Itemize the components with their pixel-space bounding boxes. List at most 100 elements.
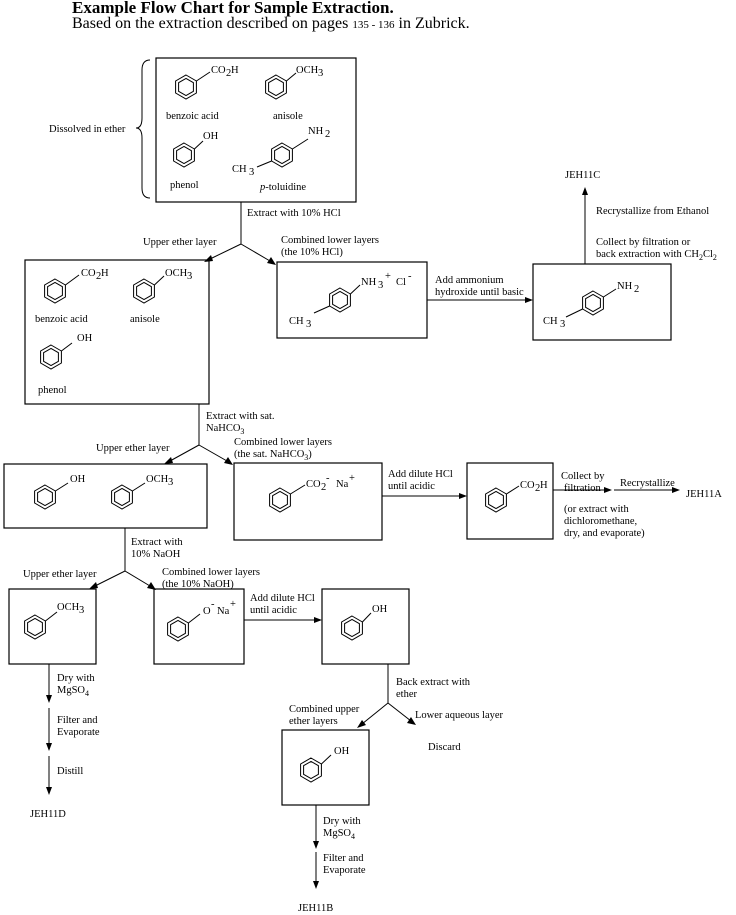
box-sodium-phenoxide [153,588,245,665]
product-jeh11b: JEH11B [298,903,333,914]
collect-by-label: Collect by [561,471,605,482]
svg-text:OH: OH [334,746,350,757]
mgso4-label-1: MgSO4 [57,685,89,698]
svg-text:3: 3 [168,477,173,488]
filter-and-label-1: Filter and [57,715,98,726]
box-sodium-benzoate [233,462,383,541]
combined-lower-label-1b: (the 10% HCl) [281,247,343,258]
svg-text:+: + [230,599,236,610]
svg-text:CO: CO [306,479,321,490]
svg-text:3: 3 [318,68,323,79]
svg-text:3: 3 [560,319,565,330]
svg-text:OH: OH [70,474,86,485]
svg-text:NH: NH [617,281,633,292]
add-ammonium-label-2: hydroxide until basic [435,287,524,298]
box-p-toluidine [532,263,672,341]
phenol-structure: OH [173,131,219,168]
svg-text:OCH: OCH [296,65,319,76]
page-subtitle: Based on the extraction described on pag… [72,15,470,33]
svg-text:NH: NH [361,277,377,288]
svg-text:OCH: OCH [165,268,188,279]
upper-ether-label-1: Upper ether layer [143,237,217,248]
add-hcl-label-2b: until acidic [250,605,297,616]
arrow-to-box-6 [198,444,228,462]
add-hcl-label-1a: Add dilute HCl [388,469,453,480]
extract-naoh-label-2: 10% NaOH [131,549,181,560]
box-phenol-final [281,729,370,806]
anisole-label-2: anisole [130,314,160,325]
svg-text:Na: Na [336,479,349,490]
arrow-to-box-2 [209,243,242,260]
svg-text:Na: Na [217,606,230,617]
filtration-label: filtration [564,483,601,494]
sodium-phenoxide-structure: O- Na+ [167,599,236,642]
page-title: Example Flow Chart for Sample Extraction… [72,0,394,17]
extract-sat-label-1: Extract with sat. [206,411,275,422]
box-benzoic-acid [466,462,554,540]
arrow-to-box-5 [169,444,200,462]
product-jeh11d: JEH11D [30,809,66,820]
box-upper-ether-2 [3,463,208,529]
back-extract-label-1: Back extract with [396,677,471,688]
p-toluidine-label: p-toluidine [259,182,306,193]
collect-label-2: back extraction with CH2Cl2 [596,249,717,262]
combined-lower-label-2b: (the sat. NaHCO3) [234,449,312,462]
filter-and-label-2: Filter and [323,853,364,864]
svg-text:2: 2 [634,284,639,295]
svg-text:OH: OH [77,333,93,344]
upper-ether-label-3: Upper ether layer [23,569,97,580]
svg-text:3: 3 [306,319,311,330]
svg-text:Cl: Cl [396,277,406,288]
recrystallize-ethanol-label: Recrystallize from Ethanol [596,206,709,217]
combined-upper-label-1: Combined upper [289,704,360,715]
product-jeh11a: JEH11A [686,489,722,500]
svg-text:OCH: OCH [146,474,169,485]
evaporate-label-1: Evaporate [57,727,100,738]
mgso4-label-2: MgSO4 [323,828,355,841]
arrow-lower-aqueous [387,702,412,722]
svg-text:2: 2 [535,483,540,494]
box-upper-ether-1 [24,259,210,405]
arrow-to-box-8 [94,570,126,587]
svg-text:H: H [540,480,548,491]
svg-text:3: 3 [378,280,383,291]
combined-lower-label-3b: (the 10% NaOH) [162,579,234,590]
svg-text:3: 3 [79,605,84,616]
phenol-label: phenol [170,180,199,191]
svg-text:O: O [203,606,211,617]
svg-text:OH: OH [372,604,388,615]
benzoic-acid-label: benzoic acid [166,111,220,122]
extract-naoh-label-1: Extract with [131,537,183,548]
add-hcl-label-1b: until acidic [388,481,435,492]
arrow-combined-upper [361,702,389,725]
distill-label: Distill [57,766,83,777]
svg-text:OH: OH [203,131,219,142]
or-extract-label-2: dichloromethane, [564,516,637,527]
combined-lower-label-3: Combined lower layers [162,567,260,578]
svg-text:-: - [326,473,330,484]
box-anisole [8,588,97,665]
box-start-mixture [155,57,357,203]
svg-text:2: 2 [96,271,101,282]
extract-hcl-label: Extract with 10% HCl [247,208,341,219]
svg-text:CO: CO [81,268,96,279]
benzoic-acid-label-2: benzoic acid [35,314,89,325]
add-hcl-label-2a: Add dilute HCl [250,593,315,604]
or-extract-label-1: (or extract with [564,504,629,515]
upper-ether-label-2: Upper ether layer [96,443,170,454]
combined-upper-label-2: ether layers [289,716,338,727]
svg-text:3: 3 [249,167,254,178]
phenol-label-2: phenol [38,385,67,396]
